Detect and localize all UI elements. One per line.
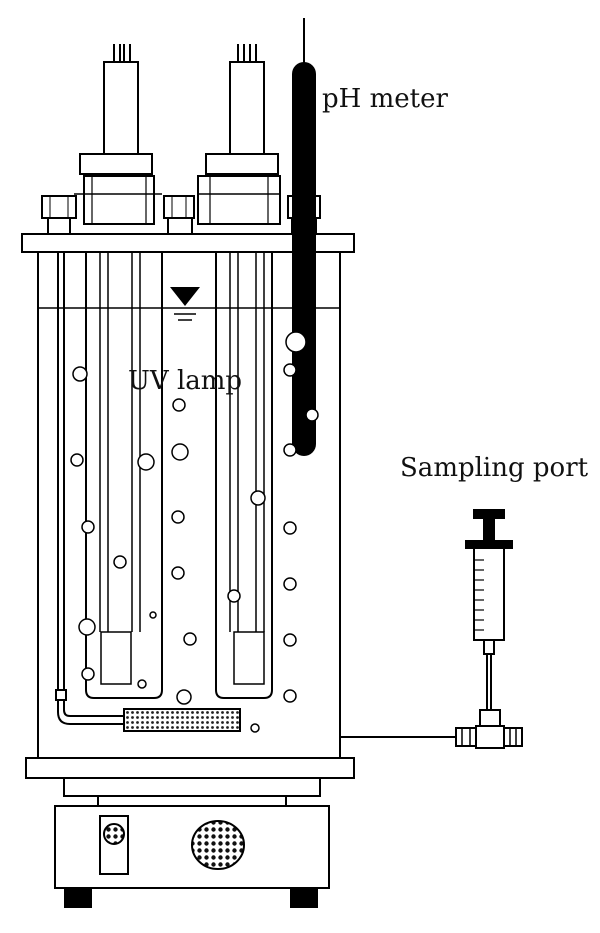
lamp-right-housing — [229, 61, 265, 155]
syringe-flange — [465, 540, 513, 549]
lamp-left-collar — [79, 153, 153, 175]
stirrer-top-plate — [25, 757, 355, 779]
sampling-valve — [455, 709, 523, 749]
syringe — [465, 509, 513, 710]
syringe-plunger — [483, 515, 495, 542]
valve-body — [475, 725, 505, 749]
lamp-left-cap — [83, 175, 155, 225]
uv-lamp-right — [197, 44, 281, 699]
gas-inlet-tube — [55, 252, 124, 725]
ph-probe — [292, 18, 316, 456]
valve-top-nut — [479, 709, 501, 727]
uv-lamp-left — [74, 44, 163, 699]
lamp-right-cap — [197, 175, 281, 225]
water-level-marker — [170, 287, 200, 321]
bubbles — [70, 331, 319, 733]
syringe-tip — [483, 639, 495, 655]
sampling-port-label: Sampling port — [400, 453, 589, 483]
fitting-center — [163, 195, 195, 219]
magnetic-stirrer — [25, 757, 355, 889]
stirrer-lip — [97, 795, 287, 807]
gas-diffuser — [123, 708, 241, 732]
stirrer-foot-right — [290, 888, 318, 908]
stirrer-foot-left — [64, 888, 92, 908]
lamp-left-housing — [103, 61, 139, 155]
reactor-vessel — [37, 252, 341, 758]
uv-lamp-label: UV lamp — [128, 366, 243, 396]
lamp-right-collar — [205, 153, 279, 175]
stirrer-switch-knob — [103, 823, 125, 845]
valve-left-nut — [455, 727, 477, 747]
fitting-left — [41, 195, 77, 219]
stirrer-dial — [191, 820, 245, 870]
stirrer-neck — [63, 777, 321, 797]
valve-right-nut — [503, 727, 523, 747]
syringe-barrel — [473, 547, 505, 641]
syringe-plunger-head — [473, 509, 505, 519]
ph-meter-label: pH meter — [322, 84, 448, 114]
